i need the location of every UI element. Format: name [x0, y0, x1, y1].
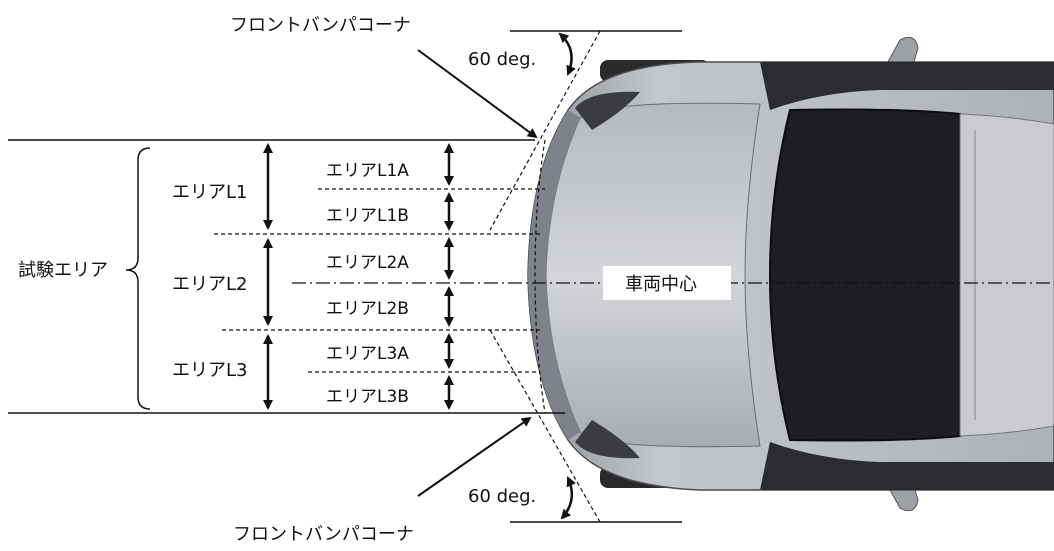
vehicle-center-label-bg [603, 266, 731, 300]
test-area-label: 試験エリア [18, 260, 108, 281]
headlight-bottom [575, 420, 640, 459]
area-l2-label: エリアL2 [172, 274, 247, 295]
area-l3-label: エリアL3 [172, 360, 247, 381]
angle-label-top: 60 deg. [468, 49, 536, 70]
angle-arrows [558, 32, 576, 520]
area-l2a-label: エリアL2A [326, 253, 409, 273]
front-bumper [528, 110, 580, 440]
angle-line-bottom [489, 329, 601, 523]
boundary-lines [8, 30, 682, 523]
corner-pointer-bottom [417, 416, 532, 497]
area-l1b-label: エリアL1B [326, 206, 409, 226]
sub-area-lines [214, 30, 601, 523]
car-roof [959, 113, 1054, 437]
headlight-top [575, 91, 640, 130]
front-corner-label-top: フロントバンパコーナ [230, 15, 411, 36]
area-l1-label: エリアL1 [172, 182, 247, 203]
corner-pointer-top [417, 49, 538, 139]
angle-line-top [489, 30, 601, 231]
bumper-outline-dashed [534, 139, 546, 414]
area-l3a-label: エリアL3A [326, 344, 409, 364]
area-l2b-label: エリアL2B [326, 299, 409, 319]
side-trim-top [760, 62, 1054, 110]
vehicle-center-label: 車両中心 [625, 274, 697, 295]
area-l3b-label: エリアL3B [326, 387, 409, 407]
test-area-brace [125, 147, 151, 410]
angle-label-bottom: 60 deg. [468, 486, 536, 507]
front-corner-label-bottom: フロントバンパコーナ [233, 524, 414, 545]
angle-arrow-top [558, 32, 576, 76]
windshield [768, 108, 961, 442]
area-l1a-label: エリアL1A [326, 161, 409, 181]
side-trim-bottom [760, 442, 1054, 490]
corner-pointers [417, 49, 538, 497]
angle-arrow-bottom [560, 476, 576, 520]
